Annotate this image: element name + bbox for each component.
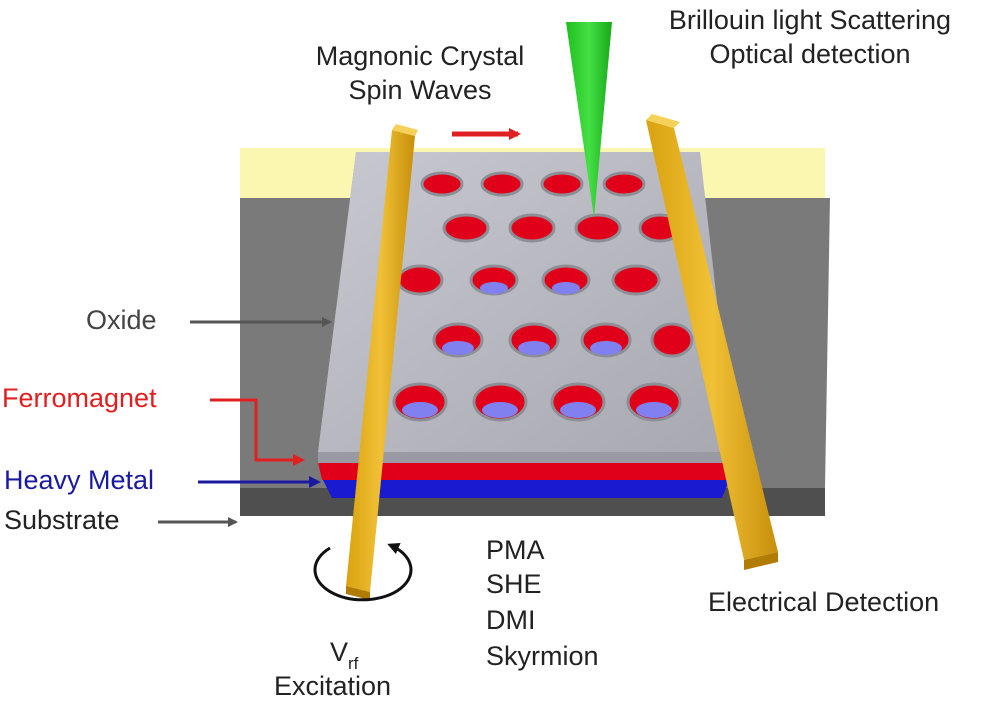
effect-dmi: DMI	[486, 605, 536, 635]
hole-bottom	[560, 402, 596, 418]
circular-arrow-icon	[313, 543, 413, 602]
hole	[611, 264, 661, 296]
hole-bottom	[402, 402, 438, 418]
electrical-detection-label: Electrical Detection	[708, 587, 940, 617]
hole	[442, 213, 490, 243]
hole-bottom	[636, 402, 672, 418]
hole	[650, 322, 694, 358]
hole	[574, 213, 622, 243]
vrf-subscript: rf	[348, 654, 359, 673]
effect-pma: PMA	[486, 535, 545, 565]
hole	[540, 171, 584, 197]
hole	[420, 171, 464, 197]
hole-bottom	[482, 402, 518, 418]
oxide-top-face	[318, 152, 734, 452]
oxide-front-face	[318, 452, 734, 463]
hole	[480, 171, 524, 197]
vrf-label: Vrf	[330, 636, 359, 673]
laser-beam-icon	[566, 22, 612, 218]
right-electrode	[646, 114, 778, 570]
substrate-label: Substrate	[4, 505, 120, 535]
heavy-metal-layer	[322, 478, 730, 498]
spin-waves-label: Spin Waves	[348, 75, 492, 105]
ferromagnet-arrow	[210, 398, 305, 466]
hole-bottom	[518, 341, 550, 355]
hole-bottom	[480, 282, 508, 294]
heavy-metal-label: Heavy Metal	[4, 465, 155, 495]
ferromagnet-label: Ferromagnet	[2, 383, 157, 413]
hole	[508, 213, 556, 243]
left-electrode	[346, 124, 418, 600]
effect-skyrmion: Skyrmion	[486, 641, 599, 671]
effect-she: SHE	[486, 569, 542, 599]
bls-label-line2: Optical detection	[709, 39, 911, 69]
ferromagnet-layer	[318, 462, 734, 480]
vrf-main: V	[330, 637, 349, 667]
hole-bottom	[442, 341, 474, 355]
hole	[396, 264, 444, 296]
bls-label-line1: Brillouin light Scattering	[668, 5, 952, 35]
magnonic-crystal-label: Magnonic Crystal	[315, 41, 525, 71]
hole-bottom	[552, 282, 580, 294]
hole-bottom	[590, 341, 622, 355]
hole	[602, 171, 646, 197]
excitation-label: Excitation	[274, 671, 392, 701]
oxide-label: Oxide	[86, 305, 157, 335]
hole-grid	[392, 171, 694, 422]
